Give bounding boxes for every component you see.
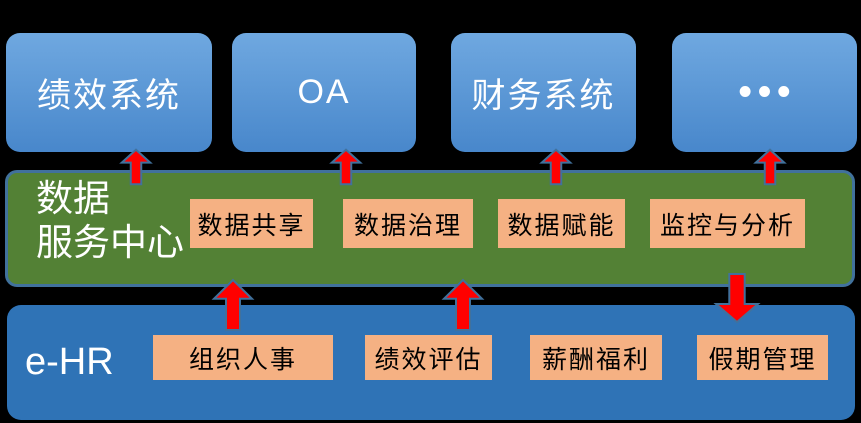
module-chip-leave-management: 假期管理	[697, 335, 828, 380]
up-arrow-icon	[443, 279, 483, 331]
system-label: OA	[297, 73, 351, 111]
ehr-title: e-HR	[25, 341, 114, 383]
chip-label: 数据共享	[197, 211, 306, 240]
system-label: 绩效系统	[37, 77, 181, 115]
service-chip-data-enablement: 数据赋能	[498, 199, 625, 248]
system-label: 财务系统	[471, 77, 616, 115]
module-chip-performance-eval: 绩效评估	[365, 335, 492, 380]
chip-label: 数据赋能	[507, 211, 616, 240]
service-chip-monitoring-analysis: 监控与分析	[650, 199, 805, 248]
ellipsis-label: •••	[738, 71, 797, 113]
service-chip-data-sharing: 数据共享	[190, 199, 313, 248]
chip-label: 组织人事	[188, 345, 297, 374]
title-line-2: 服务中心	[36, 221, 184, 263]
up-arrow-icon	[331, 149, 361, 185]
system-box-ellipsis: •••	[672, 33, 857, 152]
up-arrow-icon	[213, 279, 253, 331]
title-line-1: 数据	[36, 178, 110, 219]
chip-label: 假期管理	[708, 345, 817, 374]
chip-label: 薪酬福利	[541, 345, 650, 374]
module-chip-org-personnel: 组织人事	[153, 335, 333, 380]
up-arrow-icon	[121, 149, 151, 185]
system-box-performance: 绩效系统	[6, 33, 212, 152]
system-box-finance: 财务系统	[451, 33, 636, 152]
module-chip-compensation-benefits: 薪酬福利	[530, 335, 662, 380]
up-arrow-icon	[755, 149, 785, 185]
chip-label: 绩效评估	[374, 345, 483, 374]
chip-label: 监控与分析	[659, 211, 795, 240]
service-chip-data-governance: 数据治理	[343, 199, 473, 248]
down-arrow-icon	[715, 273, 759, 323]
up-arrow-icon	[541, 149, 571, 185]
system-box-oa: OA	[232, 33, 416, 152]
chip-label: 数据治理	[353, 211, 462, 240]
data-service-center-title: 数据服务中心	[36, 177, 184, 264]
